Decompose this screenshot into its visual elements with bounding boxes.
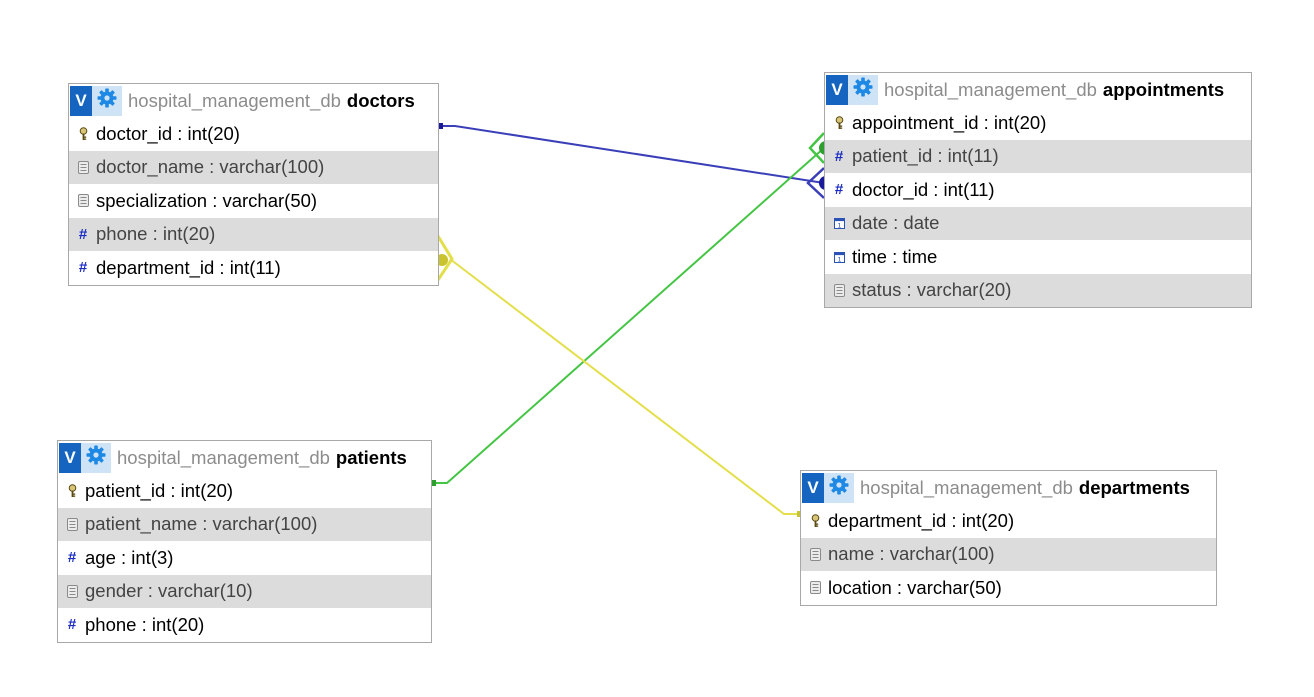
column-row[interactable]: specialization : varchar(50) [69,184,438,218]
column-list: appointment_id : int(20) # patient_id : in… [825,106,1251,307]
column-row[interactable]: 1 date : date [825,206,1251,240]
table-name[interactable]: doctors [346,89,415,111]
column-row[interactable]: doctor_name : varchar(100) [69,150,438,184]
column-label: specialization : varchar(50) [96,189,318,211]
column-row[interactable]: patient_name : varchar(100) [58,507,431,541]
column-label: date : date [852,212,940,234]
column-label: doctor_id : int(20) [96,122,240,144]
column-label: status : varchar(20) [852,279,1012,301]
hash-icon: # [67,549,77,567]
column-label: doctor_name : varchar(100) [96,156,325,178]
relation-doctors-appointments-crowfoot [806,167,825,199]
column-label: patient_id : int(11) [852,145,999,167]
table-doctors[interactable]: V [68,83,439,286]
toggle-columns-button[interactable]: V [59,442,81,473]
column-row[interactable]: gender : varchar(10) [58,574,431,608]
table-name[interactable]: departments [1078,476,1190,498]
column-row[interactable]: department_id : int(20) [801,504,1216,538]
database-name: hospital_management_db [128,89,341,111]
gear-icon [97,88,117,113]
column-row[interactable]: patient_id : int(20) [58,474,431,508]
hash-icon: # [78,225,88,243]
column-label: department_id : int(11) [96,256,281,278]
column-row[interactable]: name : varchar(100) [801,537,1216,571]
column-label: appointment_id : int(20) [852,111,1047,133]
key-icon [65,483,79,499]
table-name[interactable]: patients [335,446,407,468]
column-row[interactable]: # age : int(3) [58,541,431,575]
gear-icon [853,77,873,102]
column-label: time : time [852,245,938,267]
svg-text:1: 1 [837,222,841,230]
column-list: department_id : int(20) name : varchar(10… [801,504,1216,605]
table-patients[interactable]: V [57,440,432,643]
column-row[interactable]: doctor_id : int(20) [69,117,438,151]
column-row[interactable]: 1 time : time [825,240,1251,274]
calendar-icon: 1 [832,215,846,231]
hash-icon: # [67,616,77,634]
relation-departments-doctors-crowfoot [436,235,454,281]
relation-patients-appointments [432,147,825,484]
table-settings-button[interactable] [81,442,111,473]
hash-icon: # [78,259,88,277]
key-icon [808,513,822,529]
table-settings-button[interactable] [92,85,122,116]
toggle-columns-button[interactable]: V [802,472,824,503]
column-row[interactable]: # doctor_id : int(11) [825,173,1251,207]
relation-patients-appointments-crowfoot [808,132,825,164]
column-label: name : varchar(100) [828,543,995,565]
text-icon [808,546,822,562]
column-row[interactable]: # department_id : int(11) [69,251,438,285]
gear-icon [86,445,106,470]
toggle-columns-button[interactable]: V [826,74,848,105]
table-appointments[interactable]: V [824,72,1252,308]
text-icon [76,193,90,209]
column-label: gender : varchar(10) [85,580,253,602]
column-row[interactable]: appointment_id : int(20) [825,106,1251,140]
column-row[interactable]: status : varchar(20) [825,273,1251,307]
table-header: V [801,471,1216,504]
column-row[interactable]: location : varchar(50) [801,571,1216,605]
column-row[interactable]: # patient_id : int(11) [825,139,1251,173]
column-label: location : varchar(50) [828,576,1002,598]
column-label: patient_name : varchar(100) [85,513,318,535]
table-settings-button[interactable] [824,472,854,503]
text-icon [65,583,79,599]
text-icon [832,282,846,298]
svg-text:1: 1 [837,255,841,263]
key-icon [832,115,846,131]
hash-icon: # [834,147,844,165]
database-name: hospital_management_db [117,446,330,468]
column-label: department_id : int(20) [828,509,1015,531]
column-label: phone : int(20) [96,223,216,245]
column-list: doctor_id : int(20) doctor_name : varchar… [69,117,438,285]
relation-doctors-appointments [440,125,825,184]
column-list: patient_id : int(20) patient_name : varch… [58,474,431,642]
hash-icon: # [834,181,844,199]
table-name[interactable]: appointments [1102,78,1225,100]
table-header: V [69,84,438,117]
text-icon [76,159,90,175]
column-label: doctor_id : int(11) [852,178,995,200]
gear-icon [829,475,849,500]
column-label: phone : int(20) [85,613,205,635]
database-name: hospital_management_db [860,476,1073,498]
calendar-icon: 1 [832,249,846,265]
table-settings-button[interactable] [848,74,878,105]
column-label: patient_id : int(20) [85,479,234,501]
column-label: age : int(3) [85,546,174,568]
text-icon [65,516,79,532]
text-icon [808,580,822,596]
relation-departments-doctors [449,258,799,515]
toggle-columns-button[interactable]: V [70,85,92,116]
column-row[interactable]: # phone : int(20) [69,217,438,251]
table-header: V [58,441,431,474]
database-name: hospital_management_db [884,78,1097,100]
key-icon [76,126,90,142]
column-row[interactable]: # phone : int(20) [58,608,431,642]
table-departments[interactable]: V [800,470,1217,606]
table-header: V [825,73,1251,106]
